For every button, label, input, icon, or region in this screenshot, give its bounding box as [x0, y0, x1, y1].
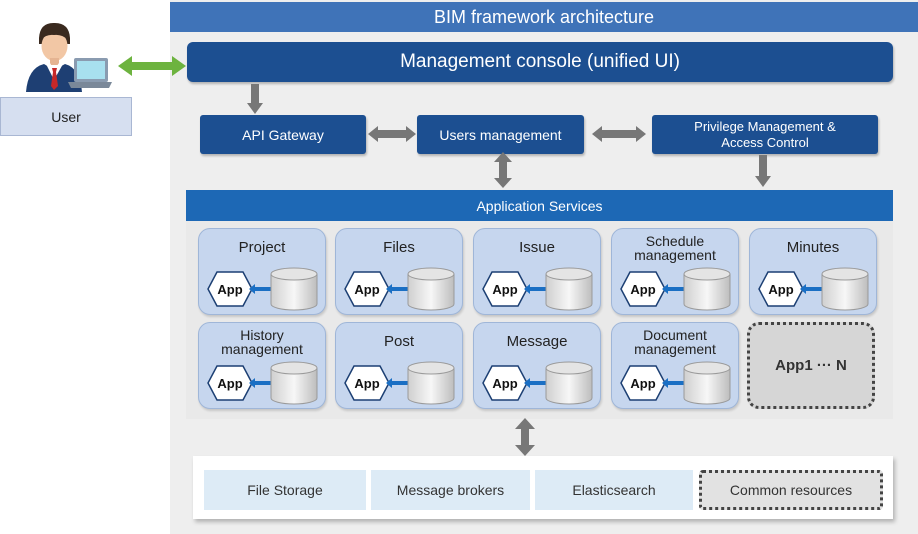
- user-console-double-arrow: [118, 56, 186, 76]
- resource-common-resources: Common resources: [699, 470, 883, 510]
- app-tag: App: [217, 376, 242, 391]
- service-label: Message: [474, 334, 600, 349]
- service-label-line-2: management: [634, 247, 716, 263]
- service-label-line-1: Message: [506, 333, 568, 350]
- app-tag: App: [768, 282, 793, 297]
- app-db-link-arrow: [386, 284, 418, 294]
- service-label: Project: [199, 240, 325, 255]
- app-hexagon-icon: App: [620, 271, 666, 307]
- app-db-link-arrow: [662, 378, 694, 388]
- service-label: Issue: [474, 240, 600, 255]
- privilege-line-1: Privilege Management &: [694, 118, 836, 134]
- app-tag: App: [630, 282, 655, 297]
- app-hexagon-icon: App: [344, 365, 390, 401]
- api-gateway-box: API Gateway: [200, 115, 366, 154]
- app-hexagon-icon: App: [207, 365, 253, 401]
- service-label-line-1: Files: [383, 239, 415, 256]
- database-icon: [407, 361, 455, 405]
- privilege-to-services-arrow: [755, 155, 771, 187]
- resource-elasticsearch: Elasticsearch: [535, 470, 693, 510]
- service-label-line-2: management: [634, 341, 716, 357]
- service-label-line-1: Schedule: [645, 233, 705, 249]
- app-hexagon-icon: App: [344, 271, 390, 307]
- service-label-line-1: Project: [238, 239, 286, 256]
- app-hexagon-icon: App: [482, 365, 528, 401]
- users-privilege-double-arrow: [592, 126, 646, 142]
- app-hexagon-icon: App: [758, 271, 804, 307]
- app-tag: App: [492, 376, 517, 391]
- users-services-double-arrow: [494, 152, 512, 188]
- services-resources-double-arrow: [515, 418, 535, 456]
- app-hexagon-icon: App: [620, 365, 666, 401]
- database-icon: [545, 361, 593, 405]
- console-to-gateway-arrow: [247, 84, 263, 114]
- service-label: Files: [336, 240, 462, 255]
- app-db-link-arrow: [386, 378, 418, 388]
- service-label-line-2: management: [221, 341, 303, 357]
- resource-message-brokers: Message brokers: [371, 470, 530, 510]
- app-n-placeholder: App1 ··· N: [747, 322, 875, 409]
- service-label-line-1: Document: [643, 327, 707, 343]
- service-label: Minutes: [750, 240, 876, 255]
- app-tag: App: [630, 376, 655, 391]
- database-icon: [683, 361, 731, 405]
- database-icon: [407, 267, 455, 311]
- app-db-link-arrow: [662, 284, 694, 294]
- service-label-line-1: Issue: [519, 239, 555, 256]
- app-db-link-arrow: [800, 284, 832, 294]
- users-management-box: Users management: [417, 115, 584, 154]
- app-db-link-arrow: [249, 378, 281, 388]
- management-console-box: Management console (unified UI): [187, 42, 893, 82]
- app-db-link-arrow: [249, 284, 281, 294]
- app-hexagon-icon: App: [207, 271, 253, 307]
- resource-file-storage: File Storage: [204, 470, 366, 510]
- service-label-line-1: Post: [383, 333, 414, 350]
- gateway-users-double-arrow: [368, 126, 416, 142]
- application-services-bar: Application Services: [186, 190, 893, 221]
- app-db-link-arrow: [524, 284, 556, 294]
- app-tag: App: [354, 282, 379, 297]
- app-tag: App: [492, 282, 517, 297]
- privilege-line-2: Access Control: [721, 134, 809, 150]
- app-tag: App: [217, 282, 242, 297]
- service-label: Post: [336, 334, 462, 349]
- database-icon: [270, 267, 318, 311]
- app-tag: App: [354, 376, 379, 391]
- database-icon: [821, 267, 869, 311]
- database-icon: [270, 361, 318, 405]
- diagram-title: BIM framework architecture: [170, 2, 918, 32]
- service-label-line-1: Minutes: [786, 239, 840, 256]
- database-icon: [683, 267, 731, 311]
- service-label-line-1: History: [240, 327, 284, 343]
- app-db-link-arrow: [524, 378, 556, 388]
- privilege-management-box: Privilege Management & Access Control: [652, 115, 878, 154]
- app-hexagon-icon: App: [482, 271, 528, 307]
- user-with-laptop-icon: [26, 22, 112, 92]
- user-label: User: [0, 97, 132, 136]
- database-icon: [545, 267, 593, 311]
